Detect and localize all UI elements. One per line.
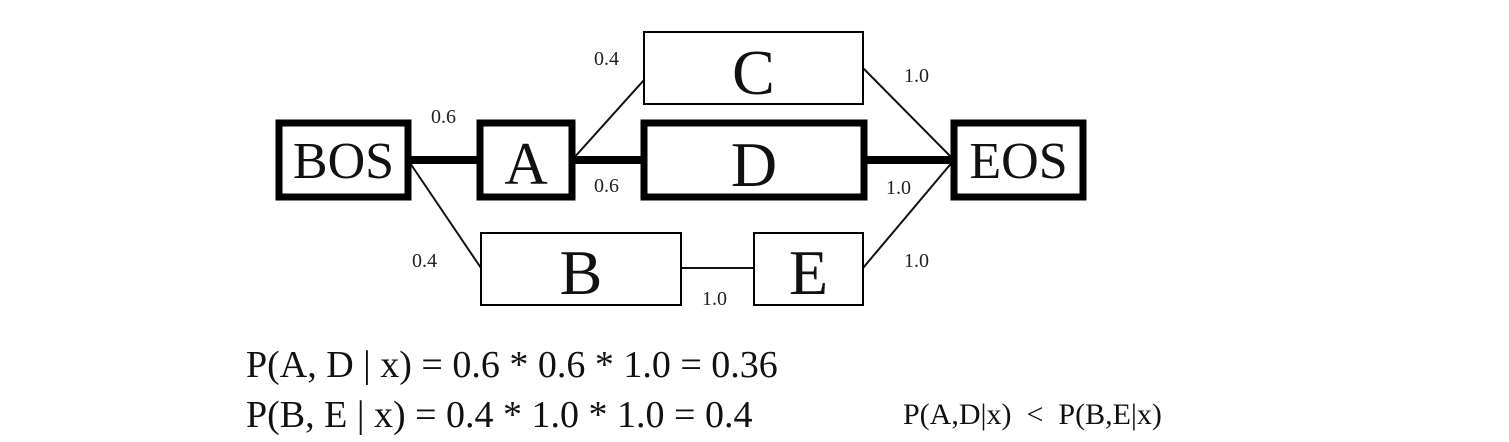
node-b-label: B [560,237,603,308]
node-a-label: A [504,131,547,197]
edge-label-a-c: 0.4 [594,48,619,70]
edge-c-eos [862,67,955,161]
comparison-text: P(A,D|x) < P(B,E|x) [903,398,1162,431]
edge-e-eos [862,159,955,269]
edge-label-a-d: 0.6 [594,175,619,197]
node-bos-label: BOS [293,133,394,190]
node-d-label: D [731,129,777,200]
node-e: E [753,232,864,308]
node-d: D [640,119,868,201]
node-eos-label: EOS [969,133,1067,190]
node-bos: BOS [275,119,412,201]
edge-bos-b [407,159,482,269]
edge-label-e-eos: 1.0 [904,250,929,272]
edge-label-b-e: 1.0 [702,288,727,310]
formula-p-be: P(B, E | x) = 0.4 * 1.0 * 1.0 = 0.4 [246,394,752,436]
node-e-label: E [789,237,828,308]
node-c: C [643,31,864,108]
node-b: B [480,232,682,308]
node-a: A [476,119,576,201]
edge-label-bos-a: 0.6 [431,106,456,128]
formula-p-ad: P(A, D | x) = 0.6 * 0.6 * 1.0 = 0.36 [246,344,778,386]
edge-label-d-eos: 1.0 [886,177,911,199]
node-c-label: C [732,37,775,108]
node-eos: EOS [950,119,1087,201]
edge-label-bos-b: 0.4 [412,250,437,272]
edge-a-c [571,79,645,161]
edge-label-c-eos: 1.0 [904,65,929,87]
